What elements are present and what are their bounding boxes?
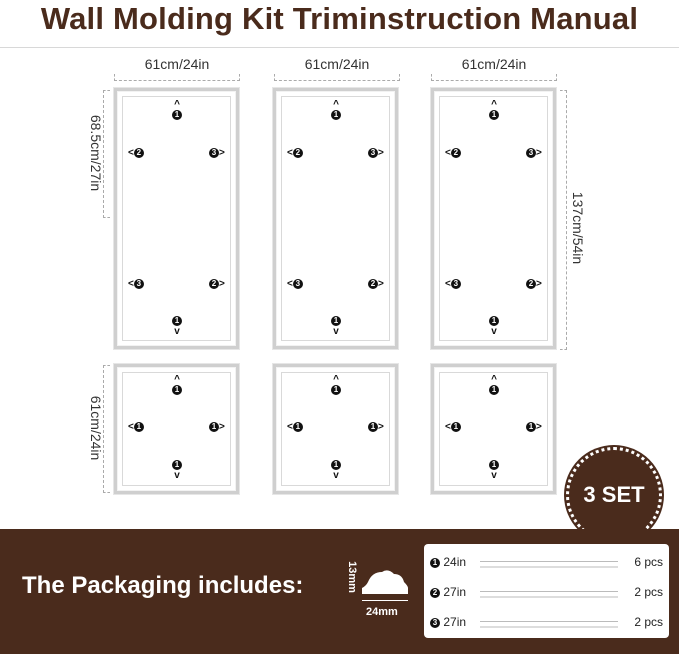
marker-top: ^1 xyxy=(331,100,341,121)
list-item: 1 24in 6 pcs xyxy=(430,550,663,572)
item-qty: 6 pcs xyxy=(634,555,663,569)
marker-right: 3> xyxy=(526,148,542,159)
marker-right: 2> xyxy=(209,279,225,290)
page-title: Wall Molding Kit Triminstruction Manual xyxy=(40,1,639,36)
marker-left: <2 xyxy=(445,148,461,159)
packaging-list: 1 24in 6 pcs 2 27in 2 pcs 3 27in 2 pcs xyxy=(424,544,669,638)
height-dimension-line xyxy=(103,365,110,493)
height-dimension-line xyxy=(103,90,110,218)
item-length: 27in xyxy=(443,615,467,629)
tall-frame xyxy=(273,88,398,349)
profile-width-label: 24mm xyxy=(366,606,398,618)
marker-right: 1> xyxy=(368,422,384,433)
item-qty: 2 pcs xyxy=(634,585,663,599)
marker-left: <3 xyxy=(287,279,303,290)
set-count-badge: 3 SET xyxy=(566,447,662,543)
marker-right: 2> xyxy=(526,279,542,290)
lower-height-label: 61cm/24in xyxy=(88,395,104,461)
packaging-label: The Packaging includes: xyxy=(22,572,304,599)
width-dimension-label: 61cm/24in xyxy=(461,56,527,72)
list-item: 2 27in 2 pcs xyxy=(430,580,663,602)
marker-top: ^1 xyxy=(489,375,499,396)
profile-height-label: 13mm xyxy=(345,561,358,593)
item-length: 24in xyxy=(443,555,467,569)
marker-left: <3 xyxy=(445,279,461,290)
marker-right: 1> xyxy=(526,422,542,433)
marker-left: <3 xyxy=(128,279,144,290)
molding-profile-icon xyxy=(360,566,410,601)
width-dimension-label: 61cm/24in xyxy=(144,56,210,72)
marker-right: 1> xyxy=(209,422,225,433)
marker-left: <2 xyxy=(128,148,144,159)
marker-top: ^1 xyxy=(331,375,341,396)
list-item: 3 27in 2 pcs xyxy=(430,610,663,632)
marker-right: 3> xyxy=(368,148,384,159)
tall-frame xyxy=(114,88,239,349)
marker-left: <1 xyxy=(287,422,303,433)
upper-height-label: 68.5cm/27in xyxy=(88,114,104,192)
title-divider xyxy=(0,47,679,48)
full-height-label: 137cm/54in xyxy=(570,191,586,265)
width-dimension-label: 61cm/24in xyxy=(304,56,370,72)
tall-frame xyxy=(431,88,556,349)
full-height-dimension-line xyxy=(560,90,567,350)
marker-right: 2> xyxy=(368,279,384,290)
item-qty: 2 pcs xyxy=(634,615,663,629)
profile-width-line xyxy=(362,600,408,601)
marker-right: 3> xyxy=(209,148,225,159)
marker-top: ^1 xyxy=(172,100,182,121)
width-dimension-line xyxy=(431,74,557,81)
width-dimension-line xyxy=(274,74,400,81)
marker-left: <1 xyxy=(445,422,461,433)
marker-top: ^1 xyxy=(172,375,182,396)
marker-top: ^1 xyxy=(489,100,499,121)
marker-left: <1 xyxy=(128,422,144,433)
width-dimension-line xyxy=(114,74,240,81)
marker-left: <2 xyxy=(287,148,303,159)
item-length: 27in xyxy=(443,585,467,599)
